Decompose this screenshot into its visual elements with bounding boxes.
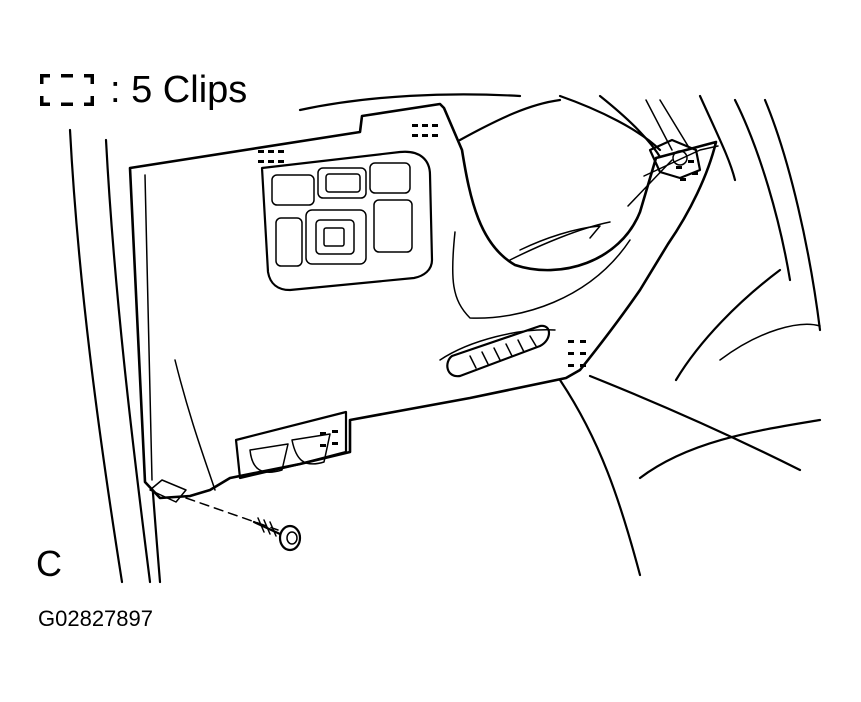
lower-panel xyxy=(128,102,718,500)
clip-icon xyxy=(412,124,438,137)
panel-contours xyxy=(144,145,719,491)
lower-opening xyxy=(234,410,348,480)
dashed-clip-icon xyxy=(40,74,94,106)
floor-lines xyxy=(558,268,822,577)
clip-icon xyxy=(568,340,586,367)
clip-markers xyxy=(258,124,698,447)
clip-icon xyxy=(258,150,284,163)
clip-icon xyxy=(320,430,338,447)
panel-bolt xyxy=(149,479,302,552)
figure-code: G02827897 xyxy=(38,606,153,631)
upper-bracket xyxy=(648,138,702,180)
clip-icon xyxy=(676,160,698,181)
panel-grille xyxy=(446,324,551,378)
dashboard-upper xyxy=(298,93,822,332)
switch-cluster xyxy=(260,150,434,292)
clip-legend: : 5 Clips xyxy=(40,68,247,112)
view-label: C xyxy=(36,543,62,584)
clip-legend-text: : 5 Clips xyxy=(110,69,248,111)
